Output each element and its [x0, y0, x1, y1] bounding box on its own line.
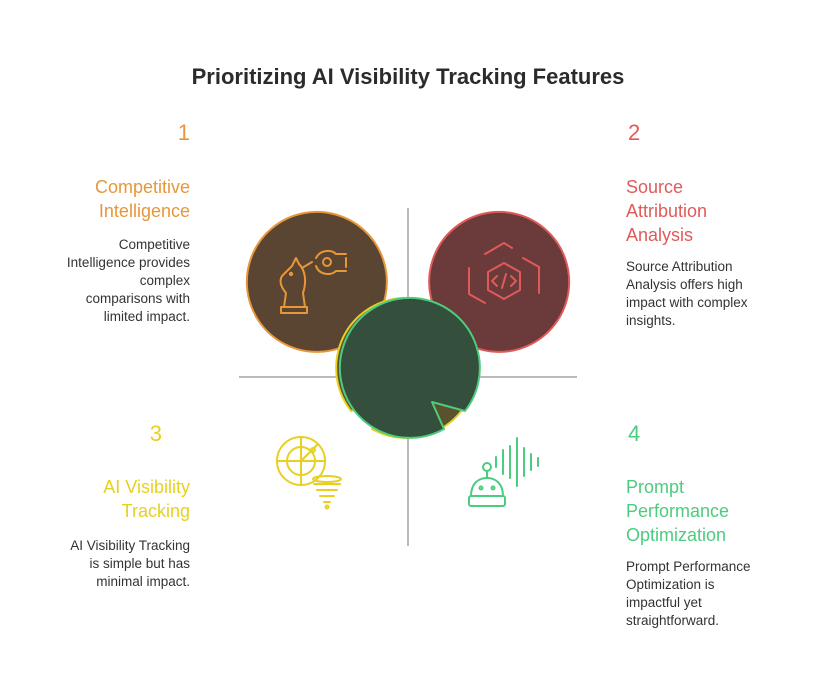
code-hexagon-icon — [468, 242, 540, 304]
quadrant-4-number: 4 — [628, 421, 641, 446]
quadrant-1-bubble — [245, 210, 388, 353]
quadrant-3-heading: AI Visibility Tracking — [103, 477, 190, 521]
quadrant-1-number: 1 — [177, 120, 190, 145]
quadrant-4-description: Prompt Performance Optimization is impac… — [626, 559, 751, 628]
quadrant-2-heading: Source Attribution Analysis — [626, 177, 708, 245]
quadrant-1-description: Competitive Intelligence provides comple… — [66, 237, 190, 324]
quadrant-2-description: Source Attribution Analysis offers high … — [626, 259, 748, 328]
quadrant-4-bubble — [338, 296, 539, 507]
radar-funnel-icon — [276, 436, 342, 510]
quadrant-3-number: 3 — [149, 421, 162, 446]
quadrant-4-heading: Prompt Performance Optimization — [626, 477, 730, 545]
quadrant-3-description: AI Visibility Tracking is simple but has… — [70, 538, 190, 589]
quadrant-1-heading: Competitive Intelligence — [94, 177, 190, 221]
chess-knight-robot-arm-icon — [279, 249, 347, 314]
robot-soundwave-icon — [468, 437, 539, 507]
page-title: Prioritizing AI Visibility Tracking Feat… — [191, 64, 625, 89]
quadrant-2-bubble — [428, 210, 571, 353]
quadrant-2-number: 2 — [628, 120, 641, 145]
